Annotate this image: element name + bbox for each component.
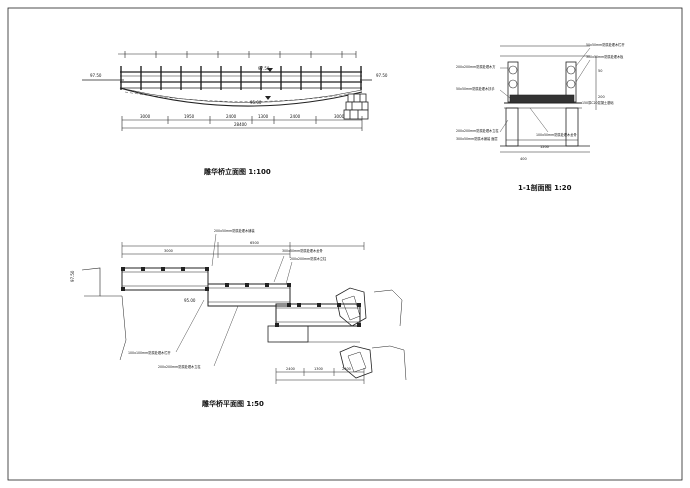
- section-1-1: 50 200 400 1200 200x200mm防腐处理木方 50x50mm防…: [456, 42, 625, 192]
- elev-dim-1: 3000: [140, 114, 151, 119]
- section-dim-b: 200: [598, 95, 605, 99]
- elev-level-mid: 95.00: [250, 100, 262, 105]
- deck-board: [509, 94, 575, 104]
- plan-dim-4: 1300: [314, 367, 323, 371]
- plan-level-left: 97.50: [70, 270, 75, 282]
- section-title: 1-1剖面图 1:20: [518, 183, 572, 192]
- elevation-title: 雕华桥立面图 1:100: [204, 167, 271, 176]
- sheet-border: [7, 7, 683, 481]
- section-dim-a: 50: [598, 69, 602, 73]
- section-note-8: 300x50mm防腐木铺装 面层: [456, 136, 498, 141]
- plan-level-mid: 95.00: [184, 298, 196, 303]
- plan-note-2: 300x50mm防腐处理木龙骨: [282, 248, 323, 253]
- section-note-3: 50x50mm防腐处理木栏杆: [586, 42, 625, 47]
- plan-dim-2: 6500: [250, 241, 259, 245]
- plan-dim-1: 3000: [164, 249, 173, 253]
- section-note-2: 50x50mm防腐处理木扶手: [456, 86, 495, 91]
- elev-dim-3: 2400: [226, 114, 237, 119]
- plan-dim-5: 2400: [342, 367, 351, 371]
- section-note-1: 200x200mm防腐处理木方: [456, 64, 495, 69]
- level-symbols: [265, 68, 273, 100]
- elev-dim-5: 2400: [290, 114, 301, 119]
- bridge-elevation: 3000 1950 2400 1300 2400 3000 28400 97.5…: [82, 51, 388, 176]
- plan-note-4: 100x100mm防腐处理木栏杆: [128, 350, 171, 355]
- section-dim-c: 400: [520, 157, 527, 161]
- elev-level-right: 97.50: [376, 73, 388, 78]
- plan-note-3: 200x200mm防腐木立柱: [290, 256, 327, 261]
- plan-note-5: 200x200mm防腐处理木立柱: [158, 364, 201, 369]
- elev-dim-6: 3000: [334, 114, 345, 119]
- bridge-plan: 3000 6500: [70, 228, 407, 408]
- plan-note-1: 200x50mm防腐处理木铺装: [214, 228, 255, 233]
- section-dim-d: 1200: [540, 145, 549, 149]
- rock-upper: [335, 287, 367, 327]
- plan-dim-3: 2400: [286, 367, 295, 371]
- section-note-4: 300x50mm防腐处理木板: [586, 54, 624, 59]
- elev-level-left: 97.50: [90, 73, 102, 78]
- elev-level-center: 97.50: [258, 66, 270, 71]
- section-note-5: 200x200mm防腐处理木立柱: [456, 128, 499, 133]
- elev-dim-2: 1950: [184, 114, 195, 119]
- elev-dim-4: 1300: [258, 114, 269, 119]
- elev-dim-total: 28400: [234, 122, 247, 127]
- plan-title: 雕华桥平面图 1:50: [202, 399, 264, 408]
- rock-lower: [339, 345, 373, 379]
- section-note-6: 100x50mm防腐处理木龙骨: [536, 132, 577, 137]
- section-note-7: 150厚C20混凝土基础: [582, 100, 614, 105]
